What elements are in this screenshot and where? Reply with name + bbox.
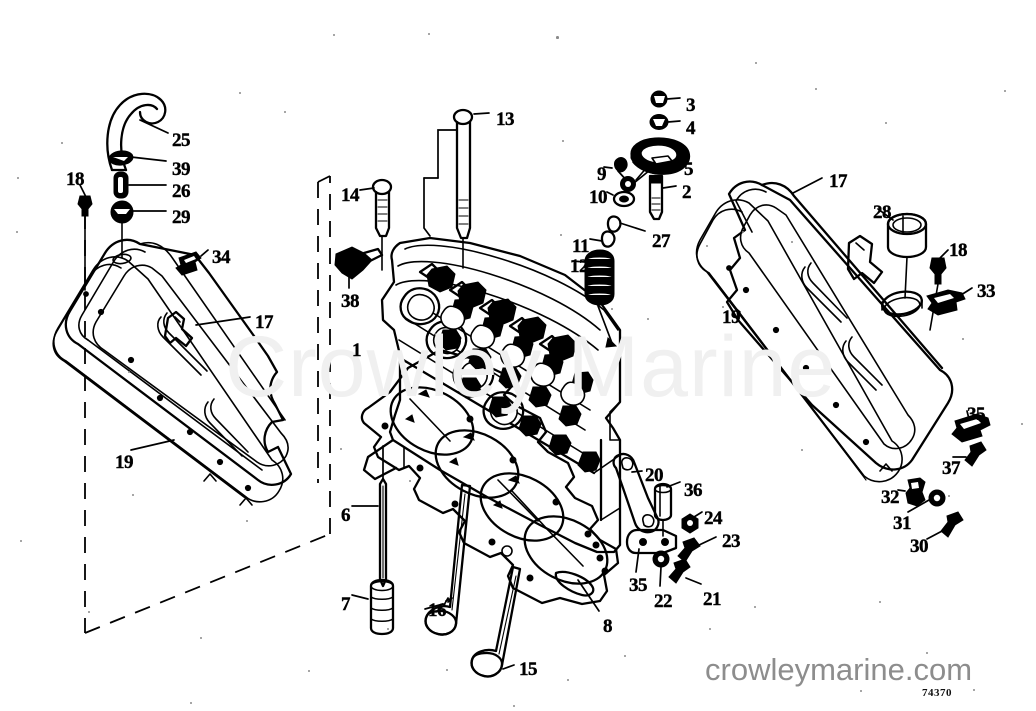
callout-spacer: 36 <box>684 480 703 501</box>
callout-valve-lifter: 7 <box>341 594 351 615</box>
pin-9 <box>603 157 629 183</box>
callout-pin: 9 <box>597 164 607 185</box>
callout-clamp: 39 <box>172 159 191 180</box>
callout-retainer-key: 11 <box>572 236 590 257</box>
callout-bolt-short: 14 <box>341 185 360 206</box>
bolt-14 <box>371 178 393 271</box>
valve-keeper-27 <box>606 215 646 233</box>
clip-bracket-33 <box>926 287 973 316</box>
leaders-right-cover <box>733 177 823 313</box>
valve-lifter-7 <box>351 578 395 636</box>
callout-screw: 37 <box>942 458 961 479</box>
callout-lockwasher: 4 <box>686 118 696 139</box>
grommet-29 <box>110 200 134 259</box>
valve-train-detail <box>418 262 601 473</box>
callout-cylinder-head: 1 <box>352 340 362 361</box>
callout-clamp: 35 <box>967 404 986 425</box>
callout-exhaust-valve: 15 <box>519 659 538 680</box>
callout-stud: 18 <box>66 169 85 190</box>
grommet-sleeve-26 <box>113 171 129 199</box>
callout-push-rod: 6 <box>341 505 351 526</box>
head-gasket-8 <box>360 348 620 612</box>
screw-30 <box>926 511 964 540</box>
rocker-arm-support-5 <box>630 137 691 175</box>
stud-18-right <box>929 249 949 331</box>
callout-intake-valve: 16 <box>428 600 447 621</box>
stud-18-left <box>77 195 93 291</box>
valve-cover-left <box>52 238 293 506</box>
callout-stud-rocker: 2 <box>682 182 692 203</box>
screw-21 <box>668 558 702 585</box>
callout-screw: 30 <box>910 536 929 557</box>
intake-valve-16 <box>424 483 472 636</box>
callout-bracket-clip: 34 <box>212 247 231 268</box>
clamp-39 <box>108 150 134 166</box>
callout-stud: 18 <box>949 240 968 261</box>
callout-valve-keeper: 27 <box>652 231 671 252</box>
leaders-bolts <box>359 112 490 237</box>
callout-oil-filler-cap: 28 <box>873 202 892 223</box>
callout-bolt-long: 13 <box>496 109 515 130</box>
callout-screw: 21 <box>703 589 722 610</box>
spark-plug-38 <box>334 246 384 289</box>
callout-valve-spring: 12 <box>570 256 589 277</box>
screw-23 <box>677 536 717 563</box>
callout-breather-hose: 25 <box>172 130 191 151</box>
callout-nut: 24 <box>704 508 723 529</box>
cylinder-head-1 <box>362 236 622 554</box>
callout-lifting-bracket: 20 <box>645 465 664 486</box>
clamp-35-bottom <box>635 548 640 573</box>
callout-valve-cover-right: 17 <box>829 171 848 192</box>
nut-3 <box>650 90 681 108</box>
callout-washer: 31 <box>893 513 912 534</box>
callout-valve-cover-gasket-left: 19 <box>115 452 134 473</box>
valve-spring-12 <box>571 249 618 348</box>
callout-valve-cover-left: 17 <box>255 312 274 333</box>
callout-grommet: 29 <box>172 207 191 228</box>
leaders-left <box>79 119 251 451</box>
oil-filler-cap-28 <box>877 208 928 299</box>
washer-31 <box>907 489 946 513</box>
retainer-key-11 <box>589 230 616 248</box>
callout-bracket: 32 <box>881 487 900 508</box>
callout-nut: 3 <box>686 95 696 116</box>
lockwasher-4 <box>649 114 681 130</box>
callout-rocker-arm-support: 5 <box>684 159 694 180</box>
callout-valve-cover-gasket-right: 19 <box>722 307 741 328</box>
callout-spark-plug: 38 <box>341 291 360 312</box>
callout-grommet-sleeve: 26 <box>172 181 191 202</box>
callout-washer: 10 <box>589 187 608 208</box>
callout-clamp: 35 <box>629 575 648 596</box>
spacer-36 <box>653 481 681 537</box>
leaders-valves <box>424 603 515 670</box>
callout-screw: 23 <box>722 531 741 552</box>
callout-head-gasket: 8 <box>603 616 613 637</box>
figure-code: 74370 <box>922 687 952 699</box>
push-rod-6 <box>351 445 388 588</box>
clamp-35-right <box>951 410 991 443</box>
exhaust-valve-15 <box>470 565 522 678</box>
valve-cover-right <box>695 180 954 483</box>
bracket-clip-34 <box>175 251 202 276</box>
washer-10 <box>606 165 651 208</box>
washer-22 <box>652 550 670 587</box>
screw-37 <box>952 441 987 467</box>
bracket-32 <box>897 477 926 507</box>
callout-washer: 22 <box>654 591 673 612</box>
rocker-stud-2 <box>648 174 677 221</box>
nut-24 <box>681 511 703 534</box>
site-watermark: crowleymarine.com <box>705 652 973 687</box>
bolt-13 <box>452 108 474 269</box>
callout-clip-bracket: 33 <box>977 281 996 302</box>
